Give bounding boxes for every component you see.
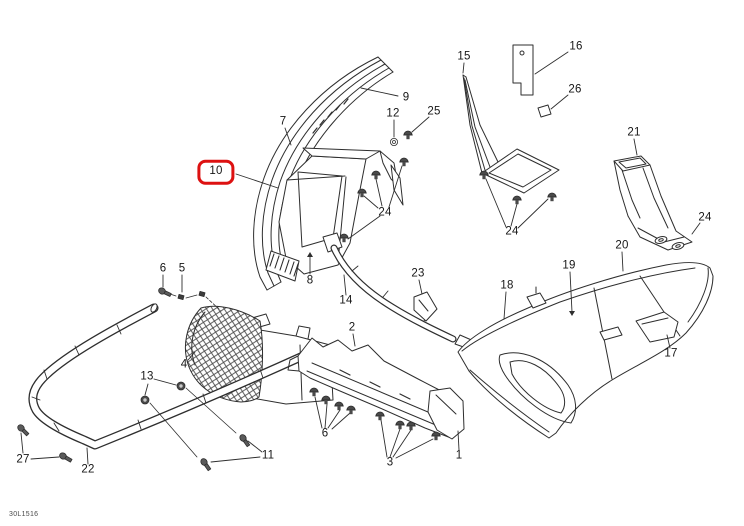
bolt-fastener-icon [239,434,251,448]
screw-fastener-icon [375,411,385,421]
part-8-console-panel [265,147,404,282]
callout-13[interactable]: 13 [140,370,154,383]
callout-19[interactable]: 19 [562,259,576,272]
part-15-support-bracket [462,74,560,194]
callout-16[interactable]: 16 [569,40,583,53]
callout-17[interactable]: 17 [664,347,678,360]
screw-fastener-icon [309,387,319,397]
clip-fastener-icon [198,290,206,298]
screw-fastener-icon [357,188,367,198]
part-2-lower-panel [287,337,463,439]
callout-22[interactable]: 22 [81,463,95,476]
bolt-fastener-icon [200,458,212,472]
callout-25[interactable]: 25 [427,105,441,118]
callout-24[interactable]: 24 [378,206,392,219]
part-17-flap [599,311,679,343]
nut-fastener-icon [140,395,150,405]
part-23-tube-bracket [413,291,438,322]
fastener-layer [17,130,557,472]
callout-10[interactable]: 10 [197,159,235,185]
screw-fastener-icon [547,192,557,202]
callout-24[interactable]: 24 [698,211,712,224]
callout-21[interactable]: 21 [627,126,641,139]
callout-5[interactable]: 5 [178,262,186,275]
callout-8[interactable]: 8 [306,274,314,287]
bolt-fastener-icon [158,287,172,297]
screw-fastener-icon [431,431,441,441]
callout-6[interactable]: 6 [159,262,167,275]
callout-12[interactable]: 12 [386,107,400,120]
callout-4[interactable]: 4 [180,358,188,371]
part-1-end-flap [427,387,465,440]
callout-1[interactable]: 1 [455,449,463,462]
part-26-clip [537,104,552,118]
screw-fastener-icon [321,395,331,405]
callout-18[interactable]: 18 [500,279,514,292]
callout-2[interactable]: 2 [348,321,356,334]
assembly-axis-lines [149,292,237,458]
callout-24[interactable]: 24 [505,225,519,238]
callout-23[interactable]: 23 [411,267,425,280]
callout-26[interactable]: 26 [568,83,582,96]
callout-6[interactable]: 6 [321,427,329,440]
callout-3[interactable]: 3 [386,456,394,469]
callout-9[interactable]: 9 [402,91,410,104]
screw-fastener-icon [395,420,405,430]
clip-fastener-icon [177,293,185,301]
part-16-plate [512,44,534,96]
bolt-fastener-icon [17,424,30,437]
screw-fastener-icon [346,405,356,415]
nut-fastener-icon [176,381,186,391]
part-22-front-bumper [28,303,308,450]
screw-fastener-icon [403,130,413,140]
callout-27[interactable]: 27 [16,453,30,466]
callout-15[interactable]: 15 [457,50,471,63]
screw-fastener-icon [512,195,522,205]
screw-fastener-icon [334,401,344,411]
washer-fastener-icon [390,138,398,146]
part-18-bracket [526,286,547,309]
screw-fastener-icon [406,421,416,431]
screw-fastener-icon [339,233,349,243]
leader-lines [20,51,701,465]
screw-fastener-icon [399,157,409,167]
callout-14[interactable]: 14 [339,294,353,307]
part-21-side-bracket [613,155,693,251]
callout-20[interactable]: 20 [615,239,629,252]
callout-7[interactable]: 7 [279,115,287,128]
screw-fastener-icon [479,170,489,180]
bolt-fastener-icon [59,452,73,463]
callout-11[interactable]: 11 [261,449,275,462]
figure-code: 30L1516 [9,511,39,518]
screw-fastener-icon [371,170,381,180]
